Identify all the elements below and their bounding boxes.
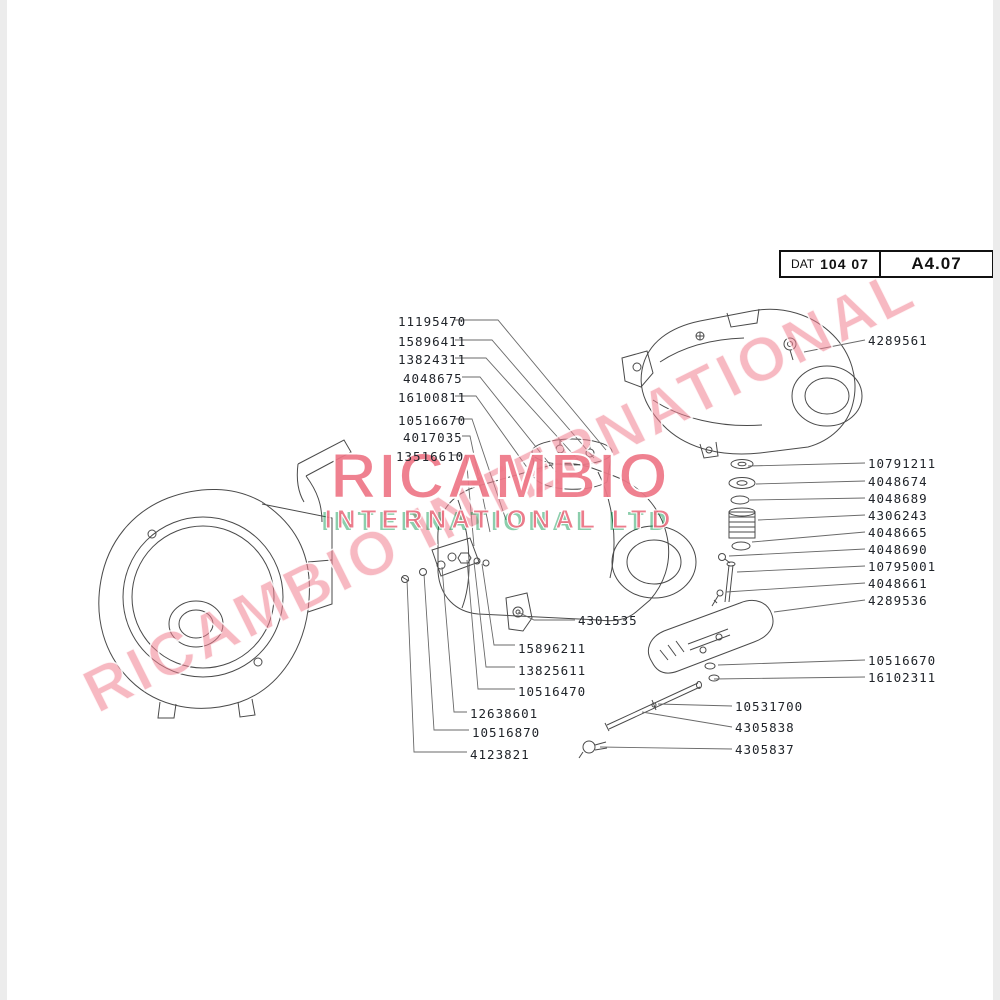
part-label: 4123821 bbox=[470, 747, 530, 762]
part-label: 16100811 bbox=[398, 390, 467, 405]
title-block-dat-cell: DAT 104 07 bbox=[781, 252, 881, 276]
part-label: 12638601 bbox=[470, 706, 539, 721]
fan-shroud-drawing bbox=[98, 439, 352, 719]
part-label: 4048689 bbox=[868, 491, 928, 506]
part-label: 4048675 bbox=[403, 371, 463, 386]
part-label: 15896411 bbox=[398, 334, 467, 349]
part-label: 4048661 bbox=[868, 576, 928, 591]
part-label: 4289561 bbox=[868, 333, 928, 348]
dat-label: DAT bbox=[791, 257, 815, 271]
leader-lines bbox=[406, 319, 866, 753]
part-label: 4301535 bbox=[578, 613, 638, 628]
mount-stack-drawing bbox=[711, 459, 756, 607]
part-label: 10531700 bbox=[735, 699, 804, 714]
part-label: 16102311 bbox=[868, 670, 937, 685]
upper-cowl-drawing bbox=[621, 308, 863, 459]
center-shroud-drawing bbox=[401, 438, 697, 632]
part-label: 13825611 bbox=[518, 663, 587, 678]
dat-value: 104 07 bbox=[820, 256, 869, 272]
part-label: 4048665 bbox=[868, 525, 928, 540]
title-block: DAT 104 07 A4.07 bbox=[779, 250, 994, 278]
part-label: 4048690 bbox=[868, 542, 928, 557]
part-label: 10516670 bbox=[868, 653, 937, 668]
part-label: 11195470 bbox=[398, 314, 467, 329]
part-label: 10516870 bbox=[472, 725, 541, 740]
left-edge-band bbox=[0, 0, 7, 1000]
part-label: 4017035 bbox=[403, 430, 463, 445]
part-label: 10516470 bbox=[518, 684, 587, 699]
part-label: 10795001 bbox=[868, 559, 937, 574]
part-label: 4305838 bbox=[735, 720, 795, 735]
right-edge-band bbox=[993, 0, 1000, 1000]
part-label: 13824311 bbox=[398, 352, 467, 367]
title-block-page-code: A4.07 bbox=[911, 254, 962, 273]
part-label: 4289536 bbox=[868, 593, 928, 608]
heat-shield-drawing bbox=[578, 600, 774, 759]
part-label: 10791211 bbox=[868, 456, 937, 471]
part-label: 13516610 bbox=[396, 449, 465, 464]
part-label: 4048674 bbox=[868, 474, 928, 489]
part-label: 10516670 bbox=[398, 413, 467, 428]
part-label: 4305837 bbox=[735, 742, 795, 757]
part-label: 4306243 bbox=[868, 508, 928, 523]
part-label: 15896211 bbox=[518, 641, 587, 656]
